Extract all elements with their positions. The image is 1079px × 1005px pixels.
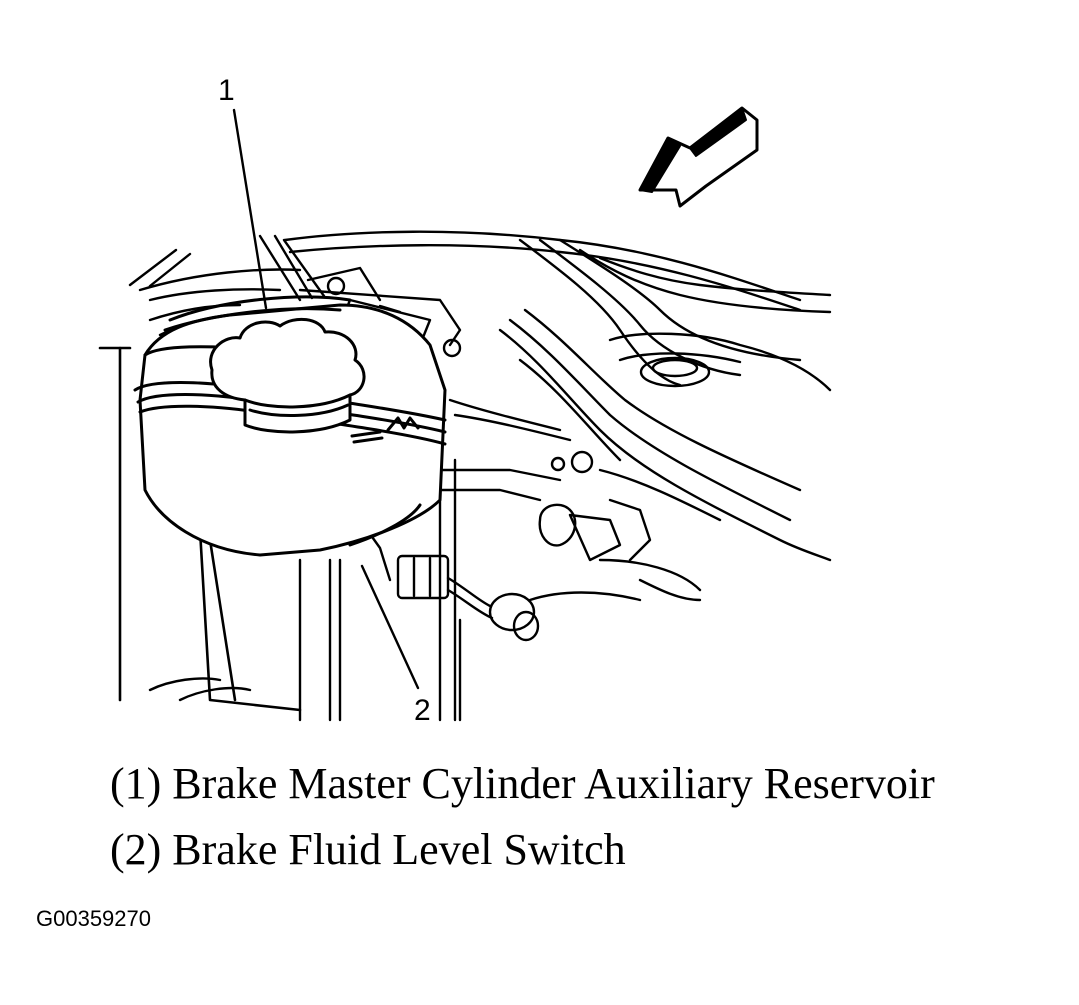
engine-bay-background — [128, 230, 832, 722]
figure-id: G00359270 — [36, 906, 151, 931]
legend-item-fluid-level-switch: (2) Brake Fluid Level Switch — [110, 825, 626, 874]
brake-master-cylinder-auxiliary-reservoir — [133, 295, 447, 557]
callout-number-2: 2 — [414, 694, 431, 727]
callout-leader-lines — [232, 108, 420, 690]
view-direction-arrow-icon — [638, 106, 759, 208]
callout-number-1: 1 — [218, 74, 235, 107]
mounting-bracket — [98, 346, 302, 712]
legend-item-reservoir: (1) Brake Master Cylinder Auxiliary Rese… — [110, 759, 935, 808]
